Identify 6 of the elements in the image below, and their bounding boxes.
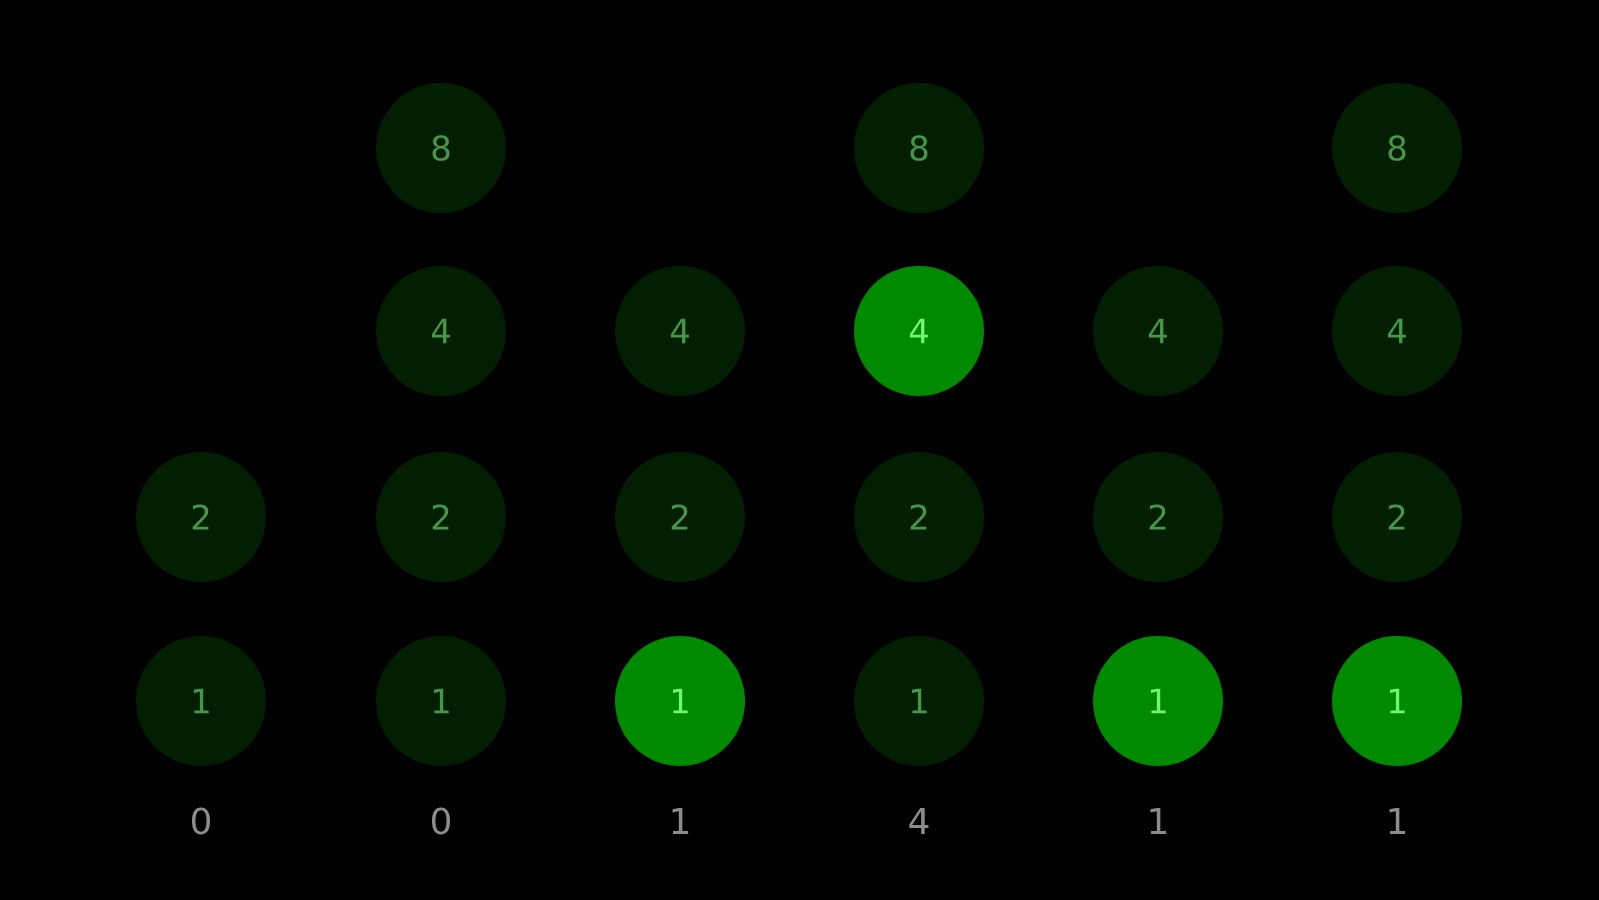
digit-label: 0 — [431, 807, 451, 835]
digit-label: 1 — [1150, 807, 1167, 835]
digit-label: 0 — [191, 807, 211, 835]
digit-label: 1 — [1389, 807, 1406, 835]
digit-label: 1 — [672, 807, 689, 835]
digit-label: 4 — [909, 807, 929, 835]
